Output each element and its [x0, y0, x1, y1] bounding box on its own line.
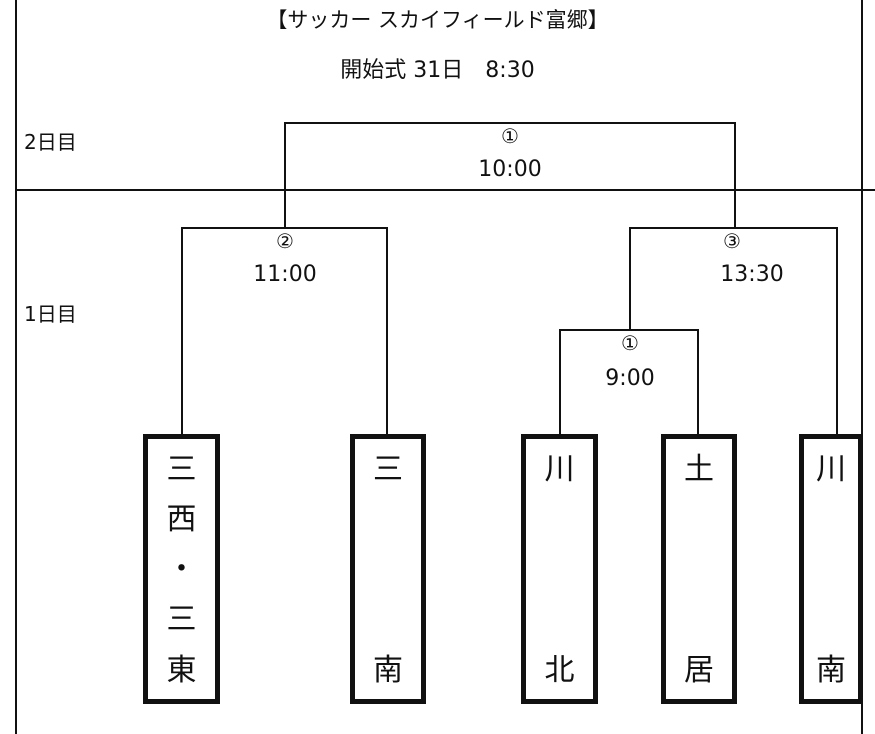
team-char: 居	[684, 652, 714, 688]
team-char: 川	[544, 452, 575, 487]
team-char: 西	[166, 502, 197, 538]
day-label-1: 1日目	[24, 302, 77, 326]
team-box-kawanami: 川 南	[799, 434, 863, 704]
final-bracket-line	[284, 122, 736, 228]
team-char: 三	[166, 602, 197, 638]
team-box-kawakita: 川 北	[521, 434, 598, 704]
team-char: 土	[684, 452, 714, 487]
semi-right-match-number: ③	[723, 229, 741, 253]
team-char: 南	[373, 652, 403, 688]
team-char: 北	[544, 652, 575, 688]
team-char: 三	[166, 452, 197, 487]
team-char: 南	[816, 652, 846, 688]
team-box-sannan: 三 南	[350, 434, 426, 704]
page-title: 【サッカー スカイフィールド富郷】	[266, 8, 609, 32]
team-char: 東	[166, 652, 197, 688]
first-round-match-number: ①	[621, 331, 639, 355]
semi-left-match-number: ②	[276, 229, 294, 253]
opening-ceremony: 開始式 31日 8:30	[340, 58, 535, 83]
team-char: ・	[166, 552, 197, 588]
semi-right-match-time: 13:30	[720, 262, 784, 287]
semi-left-bracket-line	[181, 227, 388, 436]
first-round-bracket-line	[559, 329, 699, 436]
day-label-2: 2日目	[24, 130, 77, 154]
team-box-sanzai-santo: 三 西 ・ 三 東	[143, 434, 220, 704]
final-match-time: 10:00	[478, 157, 542, 182]
team-box-doi: 土 居	[661, 434, 737, 704]
semi-right-bracket-line	[629, 227, 838, 436]
team-char: 三	[373, 452, 403, 487]
final-match-number: ①	[501, 124, 519, 148]
semi-left-match-time: 11:00	[253, 262, 317, 287]
first-round-match-time: 9:00	[605, 366, 655, 391]
team-char: 川	[816, 452, 846, 487]
